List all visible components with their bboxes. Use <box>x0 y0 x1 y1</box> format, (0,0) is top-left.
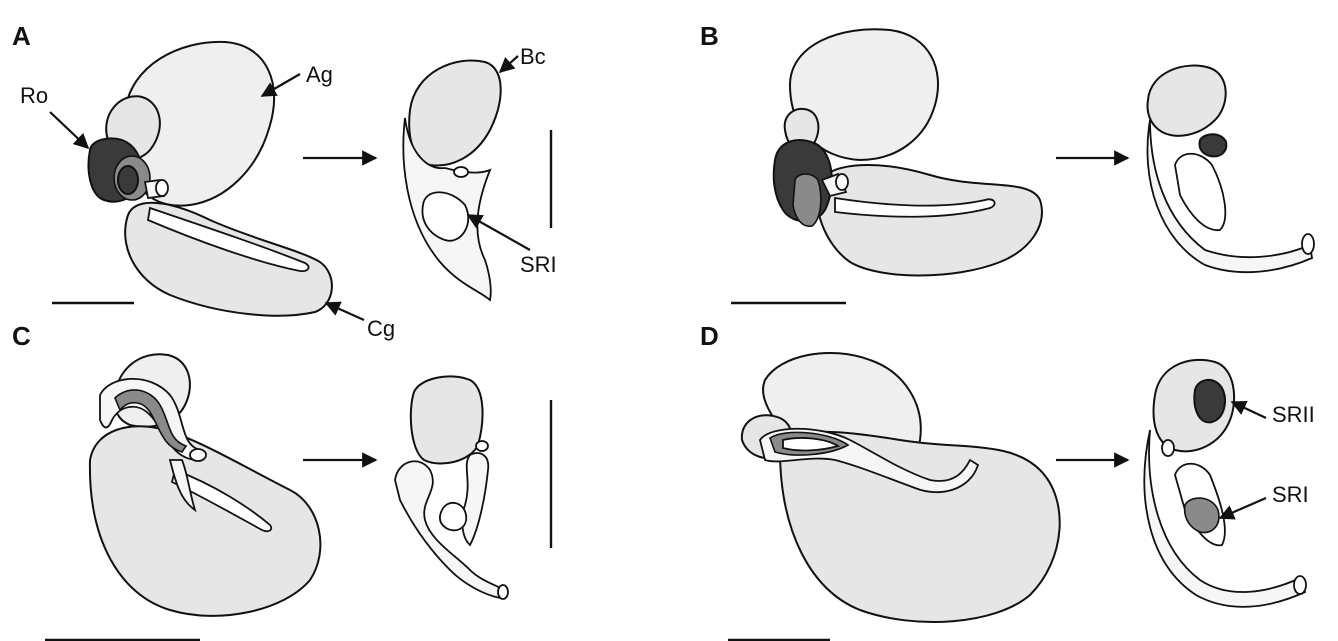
panel-c-whole-system-drawing <box>90 354 320 616</box>
label-ag: Ag <box>306 62 333 87</box>
panel-c-dissected-drawing <box>395 376 508 599</box>
label-sri-a: SRI <box>520 252 557 277</box>
panel-b-dissected-drawing <box>1147 66 1314 273</box>
panel-a-whole-system-drawing <box>89 42 332 316</box>
panel-d: D SRII SRI <box>700 321 1315 640</box>
panel-a-letter: A <box>12 21 31 51</box>
label-sri-d: SRI <box>1272 482 1309 507</box>
panel-b-letter: B <box>700 21 719 51</box>
label-cg: Cg <box>367 316 395 341</box>
pointer-srii <box>1232 402 1266 418</box>
panel-a: A Ag Ro <box>12 21 557 341</box>
pointer-cg <box>326 303 364 320</box>
panel-c: C <box>12 321 551 640</box>
label-ro: Ro <box>20 83 48 108</box>
panel-c-letter: C <box>12 321 31 351</box>
panel-a-dissected-drawing <box>403 60 500 300</box>
panel-b-whole-system-drawing <box>774 29 1042 275</box>
pointer-bc <box>500 56 518 72</box>
label-bc: Bc <box>520 44 546 69</box>
panel-d-whole-system-drawing <box>742 353 1060 622</box>
panel-d-letter: D <box>700 321 719 351</box>
panel-b: B <box>700 21 1314 303</box>
pointer-sri-d <box>1220 498 1266 518</box>
pointer-ro <box>50 112 88 148</box>
label-srii: SRII <box>1272 402 1315 427</box>
